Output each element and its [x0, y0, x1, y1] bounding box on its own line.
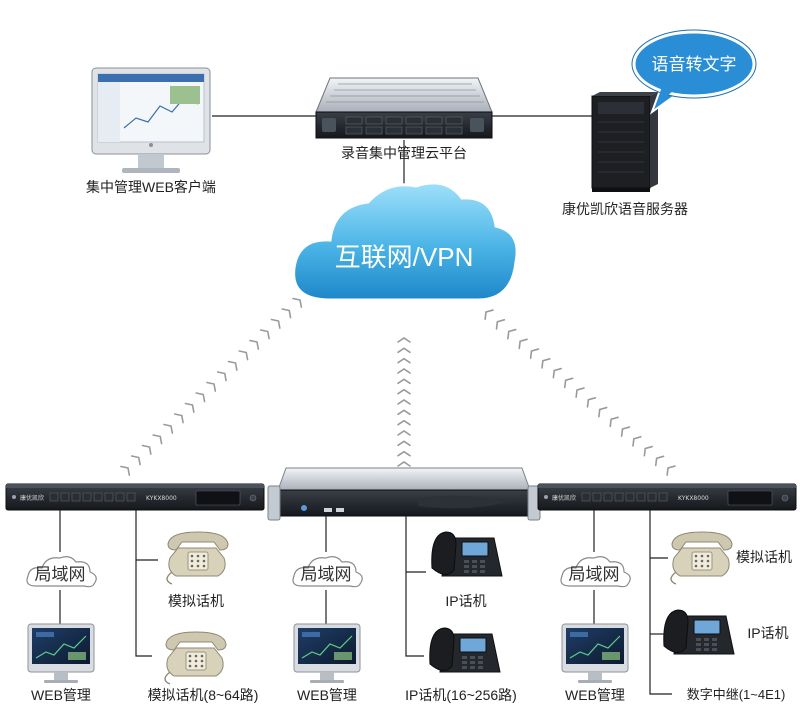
signal-chevron [397, 409, 411, 416]
signal-chevron [259, 329, 270, 340]
site-1-recorder-icon: 康优凯欣 KYKX8000 [5, 483, 265, 511]
signal-chevron [195, 392, 206, 403]
site-1-model: KYKX8000 [146, 495, 177, 502]
signal-chevron [495, 318, 506, 330]
signal-chevron [184, 402, 195, 413]
signal-chevron [397, 357, 411, 364]
site-1-brand: 康优凯欣 [20, 494, 44, 502]
signal-chevron [620, 426, 631, 437]
site-2-web-monitor-icon [293, 623, 361, 684]
site-3-brand: 康优凯欣 [552, 494, 576, 502]
site-1-phone-label: 模拟话机 [168, 593, 224, 609]
signal-chevron [130, 455, 141, 466]
signal-chevron [227, 360, 238, 371]
site-3-ip-label: IP话机 [747, 625, 788, 641]
site-3-web-monitor-icon [561, 623, 629, 684]
cloud-platform-label: 录音集中管理云平台 [341, 145, 467, 161]
signal-chevron [281, 308, 292, 319]
signal-chevron [397, 419, 411, 426]
signal-chevron [292, 297, 303, 308]
signal-chevron [541, 357, 551, 369]
signal-chevron [397, 337, 411, 343]
internet-label: 互联网/VPN [335, 242, 474, 272]
site-1-web-monitor-icon [27, 623, 95, 684]
signal-chevron [598, 406, 608, 418]
site-2-lan-cloud-icon: 局域网 [292, 556, 363, 588]
site-2-phone-range-label: IP话机(16~256路) [405, 687, 517, 703]
signal-chevron [397, 368, 411, 374]
signal-chevron [529, 348, 540, 359]
signal-chevron [141, 444, 152, 455]
signal-chevron [270, 318, 281, 329]
signal-chevron [666, 465, 676, 476]
site-1-analog-phone-icon [166, 531, 229, 585]
wire [405, 516, 424, 657]
signal-chevron [643, 445, 653, 457]
site-3-model: KYKX8000 [678, 495, 709, 502]
signal-chevron [397, 399, 411, 405]
wire [649, 510, 672, 695]
signal-chevron [654, 455, 665, 467]
site-2-phone-label: IP话机 [445, 593, 486, 609]
wire [135, 510, 152, 657]
site-1-lan-cloud-icon: 局域网 [26, 556, 97, 588]
voice-server-label: 康优凯欣语音服务器 [562, 201, 688, 217]
site-2-lan-label: 局域网 [301, 565, 352, 584]
site-3-web-label: WEB管理 [565, 687, 625, 703]
signal-chevron [120, 465, 131, 476]
cloud-platform-server-icon [315, 77, 493, 139]
site-2-web-label: WEB管理 [297, 687, 357, 703]
site-2-ip-phone-icon [429, 627, 501, 673]
voice-server-tower-icon [591, 92, 658, 192]
signal-chevron [484, 309, 494, 320]
signal-chevron [152, 434, 163, 445]
signal-chevron [206, 381, 217, 392]
speech-bubble: 语音转文字 [631, 29, 757, 115]
site-1-analog-phone-icon [164, 631, 227, 685]
signal-chevron [609, 416, 619, 428]
web-client-monitor-icon [91, 67, 211, 173]
signal-chevron [397, 440, 411, 447]
signal-chevron [249, 339, 260, 350]
signal-chevron [632, 435, 642, 447]
signal-chevron [507, 328, 517, 340]
signal-chevron [173, 413, 184, 424]
site-2-server-icon [267, 467, 541, 521]
signal-chevron [552, 367, 562, 379]
site-3: 康优凯欣 KYKX8000 局域网 WEB管理 模拟话机 IP话机 数字中继(1… [537, 483, 797, 703]
signal-chevron [397, 388, 411, 395]
web-client-label: 集中管理WEB客户端 [86, 179, 216, 195]
site-3-lan-label: 局域网 [569, 565, 620, 584]
site-2-ip-phone-icon [431, 531, 503, 577]
signal-chevron [575, 387, 585, 398]
site-3-ip-phone-icon [663, 609, 735, 655]
signal-chevron [397, 347, 411, 354]
internet-cloud-icon: 互联网/VPN [292, 181, 519, 302]
site-1-lan-label: 局域网 [35, 565, 86, 584]
site-1-web-label: WEB管理 [31, 687, 91, 703]
site-3-analog-phone-icon [670, 531, 733, 585]
site-3-lan-cloud-icon: 局域网 [560, 556, 631, 588]
signal-chevron [397, 461, 411, 467]
signal-chevron [163, 423, 174, 434]
signal-chevron [397, 450, 411, 457]
signal-chevron [397, 430, 411, 436]
site-3-trunk-label: 数字中继(1~4E1) [687, 687, 786, 702]
signal-chevron [216, 371, 227, 382]
site-3-recorder-icon: 康优凯欣 KYKX8000 [537, 483, 797, 511]
site-1-phone-range-label: 模拟话机(8~64路) [148, 687, 259, 703]
signal-chevron [563, 377, 574, 389]
signal-chevron [518, 338, 528, 350]
site-1: 康优凯欣 KYKX8000 局域网 WEB管理 模拟话机 模拟话机(8~64路) [5, 483, 265, 703]
site-3-analog-label: 模拟话机 [736, 549, 792, 565]
speech-bubble-label: 语音转文字 [652, 55, 737, 74]
site-2: 局域网 WEB管理 IP话机 IP话机(16~256路) [267, 467, 541, 703]
signal-waves [120, 297, 676, 476]
signal-chevron [238, 350, 249, 361]
signal-chevron [586, 396, 597, 408]
signal-chevron [397, 378, 411, 385]
